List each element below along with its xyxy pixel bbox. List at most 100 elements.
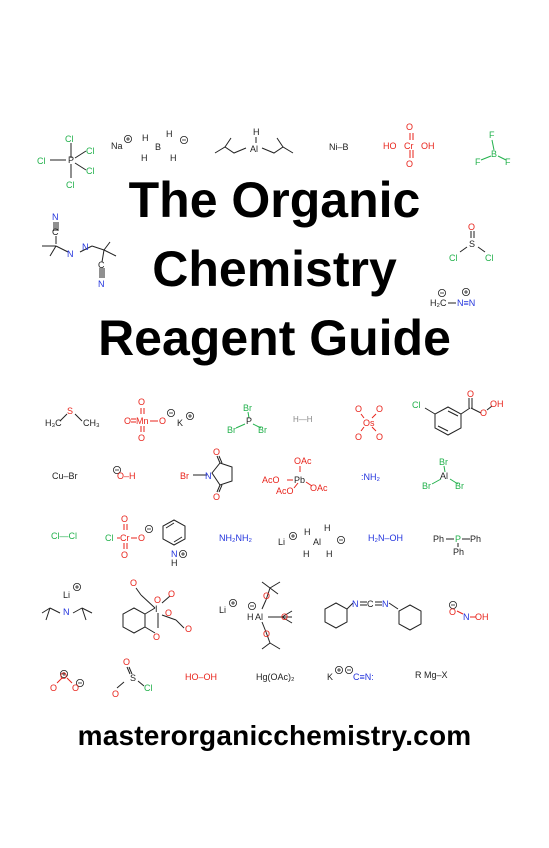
svg-text:Al: Al bbox=[250, 144, 258, 154]
svg-text:O: O bbox=[138, 397, 145, 407]
svg-text:O: O bbox=[355, 404, 362, 414]
svg-text:K: K bbox=[177, 418, 183, 428]
pbr3-molecule: Br P Br Br bbox=[227, 403, 267, 435]
svg-text:N: N bbox=[352, 599, 359, 609]
socl2-molecule: O S Cl Cl bbox=[449, 222, 494, 263]
dcc-molecule: N C N bbox=[324, 599, 422, 631]
svg-text:N: N bbox=[52, 212, 59, 222]
svg-text:Cl: Cl bbox=[66, 180, 75, 190]
svg-text:Li: Li bbox=[219, 605, 226, 615]
svg-text:S: S bbox=[130, 673, 136, 683]
svg-text:Br: Br bbox=[227, 425, 236, 435]
svg-text:O: O bbox=[449, 607, 456, 617]
svg-text:O: O bbox=[355, 432, 362, 442]
svg-text:O: O bbox=[263, 591, 270, 601]
svg-text:H: H bbox=[304, 527, 311, 537]
svg-text:Br: Br bbox=[455, 481, 464, 491]
svg-text:Na: Na bbox=[111, 141, 123, 151]
svg-text:O: O bbox=[112, 689, 119, 699]
svg-text:O: O bbox=[121, 550, 128, 560]
cubr-molecule: Cu–Br bbox=[52, 471, 78, 481]
svg-text:Cr: Cr bbox=[404, 141, 414, 151]
pb-oac4-molecule: OAc AcO Pb OAc AcO bbox=[262, 456, 328, 496]
svg-text:O: O bbox=[263, 629, 270, 639]
tscl-molecule: O S Cl O bbox=[112, 657, 153, 699]
lialh-otbu3-molecule: Li H Al O O O bbox=[219, 581, 293, 650]
svg-text:H: H bbox=[303, 549, 310, 559]
svg-text:H: H bbox=[142, 133, 149, 143]
svg-text:O: O bbox=[376, 432, 383, 442]
ozone-molecule: O O O bbox=[50, 669, 85, 693]
svg-text:H: H bbox=[247, 612, 254, 622]
website-url[interactable]: masterorganicchemistry.com bbox=[77, 720, 472, 751]
svg-text:OH: OH bbox=[490, 399, 504, 409]
title-line-2: Chemistry bbox=[152, 241, 397, 297]
svg-text:Li: Li bbox=[63, 590, 70, 600]
chromic-acid-molecule: O HO Cr OH O bbox=[383, 122, 435, 169]
svg-text:O: O bbox=[138, 533, 145, 543]
svg-text:H: H bbox=[171, 558, 178, 568]
svg-text:Al: Al bbox=[255, 612, 263, 622]
svg-text:P: P bbox=[246, 416, 252, 426]
svg-text:O: O bbox=[121, 514, 128, 524]
hydrogen-molecule: H—H bbox=[293, 415, 313, 424]
svg-text:Os: Os bbox=[363, 418, 375, 428]
svg-text:N: N bbox=[67, 249, 74, 259]
svg-text:N≡N: N≡N bbox=[457, 298, 475, 308]
svg-text:OAc: OAc bbox=[310, 483, 328, 493]
svg-text:O: O bbox=[154, 595, 161, 605]
svg-text:CH₃: CH₃ bbox=[83, 418, 100, 428]
svg-text:F: F bbox=[489, 130, 495, 140]
albr3-molecule: Br Al Br Br bbox=[422, 457, 464, 491]
svg-text:H: H bbox=[166, 129, 173, 139]
lda-molecule: Li N bbox=[41, 582, 93, 621]
svg-text:OAc: OAc bbox=[294, 456, 312, 466]
svg-text:OH: OH bbox=[475, 612, 489, 622]
aibn-molecule: N C N N C N bbox=[42, 212, 117, 289]
svg-text:H: H bbox=[326, 549, 333, 559]
svg-text:H₃C: H₃C bbox=[45, 418, 62, 428]
svg-text:O: O bbox=[213, 447, 220, 457]
title-line-1: The Organic bbox=[128, 172, 421, 228]
svg-text:O: O bbox=[213, 492, 220, 502]
lialh4-molecule: Li H H Al H H bbox=[278, 523, 346, 559]
svg-text:N: N bbox=[82, 242, 89, 252]
svg-text:Br: Br bbox=[422, 481, 431, 491]
hydrazine-molecule: NH₂NH₂ bbox=[219, 533, 252, 543]
svg-text:Br: Br bbox=[243, 403, 252, 413]
svg-text:H: H bbox=[170, 153, 177, 163]
svg-text:O: O bbox=[406, 122, 413, 132]
mcpba-molecule: Cl O O OH bbox=[412, 389, 504, 436]
svg-text:Cl: Cl bbox=[449, 253, 458, 263]
svg-text:O: O bbox=[159, 416, 166, 426]
svg-text:Al: Al bbox=[313, 537, 321, 547]
svg-text:OH: OH bbox=[421, 141, 435, 151]
svg-text:Ph: Ph bbox=[453, 547, 464, 557]
svg-text:O: O bbox=[165, 608, 172, 618]
svg-text:O: O bbox=[124, 416, 131, 426]
svg-text:Cl: Cl bbox=[86, 166, 95, 176]
svg-text:H: H bbox=[324, 523, 331, 533]
svg-text:Al: Al bbox=[440, 471, 448, 481]
svg-text:Mn: Mn bbox=[136, 416, 149, 426]
svg-text:Br: Br bbox=[439, 457, 448, 467]
hydroxide-molecule: O–H bbox=[113, 465, 136, 481]
svg-text:AcO: AcO bbox=[276, 486, 294, 496]
svg-text:Ph: Ph bbox=[470, 534, 481, 544]
pcl5-p: P bbox=[68, 155, 74, 165]
svg-text:Cr: Cr bbox=[120, 533, 130, 543]
kmno4-molecule: O O Mn O O K bbox=[124, 397, 195, 443]
svg-text:Br: Br bbox=[258, 425, 267, 435]
svg-text:B: B bbox=[155, 142, 161, 152]
pcc-molecule: O Cl Cr O O N H bbox=[105, 514, 188, 568]
pph3-molecule: Ph P Ph Ph bbox=[433, 534, 481, 557]
svg-text:Cl: Cl bbox=[485, 253, 494, 263]
nabh4-molecule: Na H H B H H bbox=[111, 129, 189, 163]
svg-text:Cl: Cl bbox=[412, 400, 421, 410]
svg-text:F: F bbox=[475, 157, 481, 167]
svg-text:S: S bbox=[469, 239, 475, 249]
nbs-molecule: Br N O O bbox=[180, 447, 233, 502]
svg-text:K: K bbox=[327, 672, 333, 682]
